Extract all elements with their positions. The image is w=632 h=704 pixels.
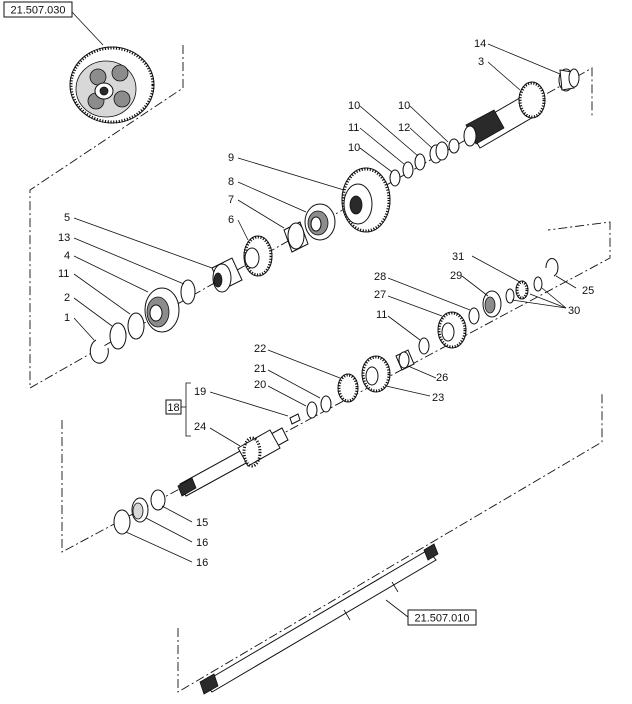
callout-12: 12 [398, 122, 410, 134]
callout-13: 11 [58, 268, 69, 280]
reference-label-bottom: 21.507.010 [414, 613, 469, 625]
reference-bottom-leader [385, 599, 409, 618]
part-9-large-gear [341, 167, 391, 233]
callout-21: 21 [254, 363, 266, 375]
middle-group-outline [61, 221, 611, 553]
group-bracket-18: 18 [165, 382, 191, 437]
part-25-snap-ring [545, 258, 559, 277]
callout-23: 23 [432, 392, 444, 404]
callout-5: 5 [64, 212, 70, 224]
part-19-pin [289, 413, 301, 425]
callout-20: 20 [254, 379, 266, 391]
part-16-ring-lower [113, 509, 131, 535]
lower-group-outline [177, 392, 603, 693]
callout-16-a: 15 [196, 517, 208, 529]
part-1-snap-ring [89, 339, 109, 364]
callout-25: 25 [582, 285, 594, 297]
callout-27: 27 [374, 289, 386, 301]
part-23-gear [361, 355, 391, 393]
part-27-gear [437, 311, 467, 349]
part-24-shaft [177, 427, 289, 497]
part-10-11-rings [389, 153, 426, 187]
callout-24: 24 [194, 421, 206, 433]
part-12-ring [429, 138, 460, 164]
callout-6: 6 [228, 214, 234, 226]
callout-3: 3 [478, 56, 484, 68]
reference-label-top: 21.507.030 [10, 5, 65, 17]
callout-28: 28 [374, 271, 386, 283]
part-8-bearing [304, 203, 336, 241]
part-16-ring-upper [150, 489, 166, 511]
callout-15: 14 [474, 38, 486, 50]
part-2-ring [109, 322, 127, 350]
callout-1: 1 [64, 312, 70, 324]
part-22-gear [337, 373, 359, 403]
callout-4: 4 [64, 250, 70, 262]
callout-10-a: 10 [348, 100, 360, 112]
leader-lines [73, 43, 577, 563]
callout-29: 29 [450, 270, 462, 282]
part-4-bearing [144, 287, 180, 333]
callouts: 14 3 10 10 11 12 10 9 8 7 6 5 13 4 11 2 … [58, 38, 594, 569]
part-21-ring [320, 395, 332, 413]
part-14-ring [180, 279, 196, 305]
callout-11-a: 11 [348, 122, 359, 134]
part-7-bushing [283, 221, 309, 253]
callout-2: 2 [64, 292, 70, 304]
callout-26: 26 [436, 372, 448, 384]
callout-10-c: 10 [348, 142, 360, 154]
group-label: 18 [167, 402, 179, 414]
part-11-lower-ring [418, 337, 430, 355]
callout-11-b: 11 [376, 309, 387, 321]
reference-box-top[interactable]: 21.507.030 [3, 1, 73, 18]
bottom-long-shaft [199, 543, 439, 695]
callout-9: 9 [228, 152, 234, 164]
callout-19: 19 [194, 386, 206, 398]
part-13-ring [127, 312, 145, 340]
part-29-bearing [482, 290, 502, 318]
callout-22: 22 [254, 343, 266, 355]
part-28-ring [468, 307, 480, 325]
callout-14: 13 [58, 232, 70, 244]
callout-7: 7 [228, 194, 234, 206]
callout-10-b: 10 [398, 100, 410, 112]
part-3-shaft-gear [463, 81, 546, 149]
reference-top-leader [71, 11, 104, 46]
callout-16-b: 16 [196, 557, 208, 569]
part-6-gear [243, 235, 273, 277]
callout-8: 8 [228, 176, 234, 188]
upper-group-outline [29, 45, 593, 389]
part-20-ring [306, 401, 318, 419]
part-5-collar [211, 257, 243, 293]
planetary-gear-assembly [69, 46, 155, 124]
callout-17: 16 [196, 537, 208, 549]
part-17-bushing [131, 497, 149, 523]
callout-30: 30 [568, 305, 580, 317]
callout-31: 31 [452, 251, 464, 263]
part-31-30-rings [505, 276, 543, 304]
part-26-bushing [395, 349, 415, 371]
part-15-bushing [558, 68, 580, 92]
reference-box-bottom[interactable]: 21.507.010 [407, 609, 477, 626]
